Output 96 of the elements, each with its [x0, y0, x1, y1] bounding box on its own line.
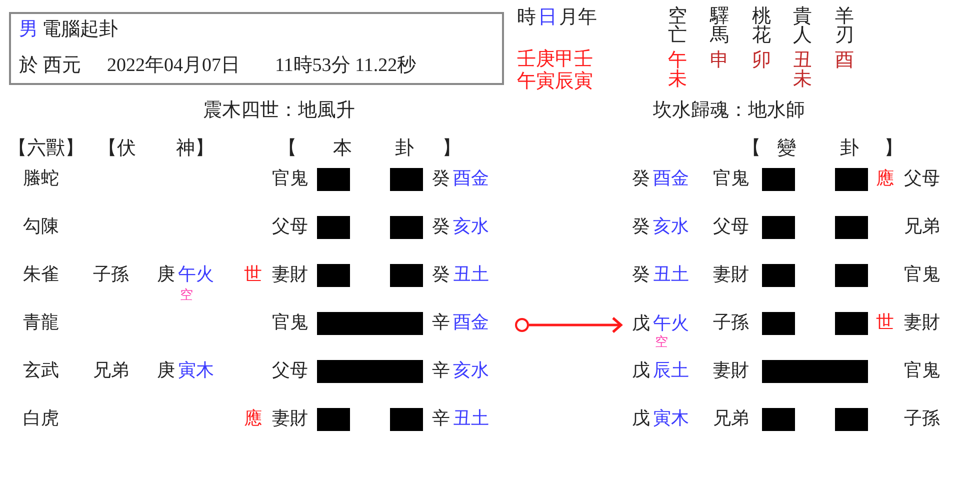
stem-text: 戊 — [632, 362, 650, 380]
stem-row: 壬庚甲壬 — [517, 50, 593, 69]
relation-text: 官鬼 — [904, 362, 940, 380]
stem-text: 癸 — [632, 170, 650, 188]
stem-text: 癸 — [432, 266, 450, 284]
stem-text: 辛 — [432, 410, 450, 428]
star-name: 驛馬 — [710, 7, 730, 45]
relation-text: 子孫 — [713, 314, 749, 332]
relation-text: 妻財 — [904, 314, 940, 332]
position-mark: 世 — [244, 266, 262, 284]
date-text: 11時53分 11.22秒 — [275, 56, 416, 75]
stem-text: 戊 — [632, 315, 650, 333]
branch-text: 午火 — [653, 315, 689, 333]
stem-text: 戊 — [632, 410, 650, 428]
relation-text: 官鬼 — [272, 170, 308, 188]
relation-text: 子孫 — [93, 266, 129, 284]
beast-name: 白虎 — [23, 410, 59, 428]
relation-text: 妻財 — [272, 410, 308, 428]
star-name: 羊刃 — [835, 7, 855, 45]
relation-text: 官鬼 — [272, 314, 308, 332]
branch-text: 酉金 — [453, 314, 489, 332]
beast-name: 朱雀 — [23, 266, 59, 284]
date-text: 於 西元 — [19, 56, 81, 75]
relation-text: 兄弟 — [904, 218, 940, 236]
position-mark: 應 — [876, 170, 894, 188]
relation-text: 妻財 — [713, 266, 749, 284]
branch-text: 酉金 — [653, 170, 689, 188]
column-heading: 【 — [742, 139, 761, 158]
relation-text: 妻財 — [272, 266, 308, 284]
column-heading: 神】 — [176, 139, 214, 158]
stem-text: 辛 — [432, 362, 450, 380]
branch-text: 丑土 — [453, 410, 489, 428]
branch-text: 丑土 — [453, 266, 489, 284]
beast-name: 螣蛇 — [23, 170, 59, 188]
relation-text: 父母 — [272, 362, 308, 380]
column-heading: 卦 — [395, 139, 414, 158]
column-heading: 】 — [442, 139, 461, 158]
relation-text: 妻財 — [713, 362, 749, 380]
branch-text: 辰土 — [653, 362, 689, 380]
title-text: 電腦起卦 — [42, 20, 118, 39]
relation-text: 子孫 — [904, 410, 940, 428]
branch-text: 亥水 — [453, 362, 489, 380]
relation-text: 官鬼 — [713, 170, 749, 188]
date-text: 2022年04月07日 — [107, 56, 240, 75]
position-mark: 應 — [244, 410, 262, 428]
beast-name: 玄武 — [23, 362, 59, 380]
column-heading: 】 — [884, 139, 903, 158]
stem-text: 癸 — [632, 266, 650, 284]
relation-text: 官鬼 — [904, 266, 940, 284]
stem-text: 辛 — [432, 314, 450, 332]
relation-text: 父母 — [272, 218, 308, 236]
branch-text: 亥水 — [453, 218, 489, 236]
column-heading: 【六獸】 — [8, 139, 84, 158]
column-heading: 【伏 — [98, 139, 136, 158]
relation-text: 兄弟 — [713, 410, 749, 428]
star-branch: 酉 — [835, 51, 855, 70]
arrow — [529, 316, 622, 334]
relation-text: 兄弟 — [93, 362, 129, 380]
star-branch: 丑未 — [793, 51, 813, 89]
star-name: 桃花 — [752, 7, 772, 45]
relation-text: 父母 — [904, 170, 940, 188]
star-name: 空亡 — [668, 7, 688, 45]
pillar-heading: 時 — [517, 8, 536, 27]
stem-text: 癸 — [432, 170, 450, 188]
beast-name: 青龍 — [23, 314, 59, 332]
branch-text: 寅木 — [178, 362, 214, 380]
hexagram-title: 震木四世：地風升 — [203, 101, 355, 120]
branch-text: 亥水 — [653, 218, 689, 236]
column-heading: 本 — [333, 139, 352, 158]
branch-row: 午寅辰寅 — [517, 72, 593, 91]
stem-text: 癸 — [632, 218, 650, 236]
circle-mark — [515, 318, 529, 332]
star-name: 貴人 — [793, 7, 813, 45]
stem-text: 庚 — [157, 266, 175, 284]
info-box — [9, 12, 504, 85]
relation-text: 父母 — [713, 218, 749, 236]
void-mark: 空 — [655, 336, 668, 349]
pillar-heading: 日 — [538, 8, 557, 27]
position-mark: 世 — [876, 314, 894, 332]
stem-text: 癸 — [432, 218, 450, 236]
hexagram-title: 坎水歸魂：地水師 — [653, 101, 805, 120]
beast-name: 勾陳 — [23, 218, 59, 236]
branch-text: 午火 — [178, 266, 214, 284]
void-mark: 空 — [180, 289, 193, 302]
star-branch: 申 — [710, 51, 730, 70]
column-heading: 卦 — [840, 139, 859, 158]
pillar-heading: 月年 — [559, 8, 597, 27]
gender-text: 男 — [19, 20, 38, 39]
star-branch: 卯 — [752, 51, 772, 70]
branch-text: 寅木 — [653, 410, 689, 428]
column-heading: 【 — [278, 139, 297, 158]
column-heading: 變 — [777, 139, 796, 158]
branch-text: 丑土 — [653, 266, 689, 284]
star-branch: 午未 — [668, 51, 688, 89]
stem-text: 庚 — [157, 362, 175, 380]
branch-text: 酉金 — [453, 170, 489, 188]
